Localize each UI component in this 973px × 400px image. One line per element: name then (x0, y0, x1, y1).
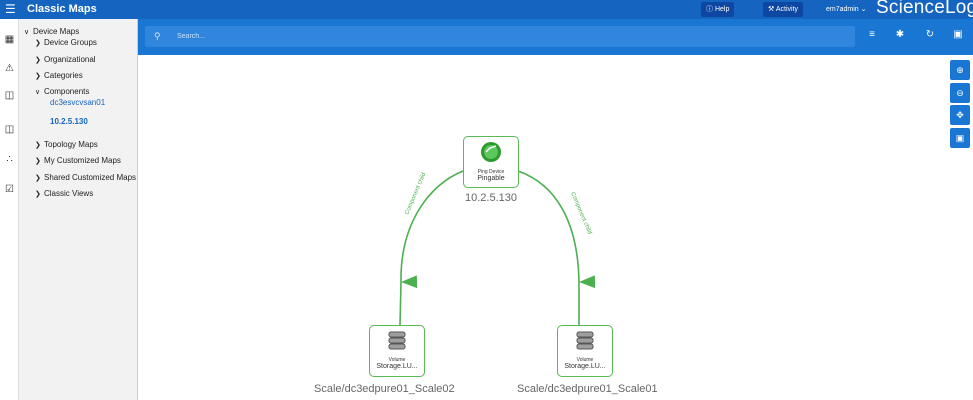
help-icon: ⓘ (706, 6, 713, 13)
node-name-root: 10.2.5.130 (465, 192, 517, 204)
search-bar: ⚲ ≡ ✱ ↻ ▣ (138, 19, 973, 55)
save-icon[interactable]: ▣ (953, 29, 963, 40)
zoom-in-icon[interactable]: ⊕ (950, 60, 970, 80)
tree-component-dc3esvcvsan01[interactable]: dc3esvcvsan01 (50, 98, 106, 107)
node-label: Storage.LU... (564, 363, 606, 370)
app-title: Classic Maps (27, 3, 97, 15)
edge-left-tail (399, 281, 402, 326)
chevron-right-icon: ❯ (35, 142, 41, 149)
search-box[interactable]: ⚲ (145, 26, 855, 47)
tree-component-selected[interactable]: 10.2.5.130 (50, 117, 88, 126)
node-type: Volume (388, 357, 406, 363)
activity-button[interactable]: ⚒ Activity (763, 2, 804, 17)
chevron-right-icon: ❯ (35, 158, 41, 165)
business-services-icon[interactable]: ◫ (4, 124, 15, 135)
chevron-down-icon: ∨ (24, 29, 30, 36)
chevron-right-icon: ❯ (35, 73, 41, 80)
tree-components[interactable]: ∨Components (35, 87, 90, 96)
tree-shared-customized-maps[interactable]: ❯Shared Customized Maps (35, 173, 137, 182)
edge-right (517, 170, 596, 289)
events-icon[interactable]: ⚠ (5, 63, 14, 74)
map-canvas[interactable]: ⊕ ⊖ ✥ ▣ Component child Component child … (138, 55, 973, 400)
devices-icon[interactable]: ◫ (4, 90, 15, 101)
tree-my-customized-maps[interactable]: ❯My Customized Maps (35, 156, 121, 165)
map-node-root[interactable]: Ping Device Pingable (463, 136, 519, 188)
node-label: Pingable (477, 175, 505, 182)
node-name-scale01: Scale/dc3edpure01_Scale01 (517, 383, 658, 395)
tree-topology-maps[interactable]: ❯Topology Maps (35, 140, 98, 149)
tree-device-groups[interactable]: ❯Device Groups (35, 38, 97, 47)
edge-right-label: Component child (569, 191, 592, 235)
tree-classic-views[interactable]: ❯Classic Views (35, 189, 94, 198)
node-type: Ping Device (477, 169, 505, 175)
icon-rail: ▦ ⚠ ◫ ◫ ∴ ☑ (0, 19, 19, 400)
zoom-out-icon[interactable]: ⊖ (950, 83, 970, 103)
edge-left-label: Component child (404, 172, 427, 216)
tickets-icon[interactable]: ☑ (5, 184, 14, 195)
settings-icon[interactable]: ✱ (895, 29, 905, 40)
map-tree: ∨Device Maps ❯Device Groups ❯Organizatio… (19, 19, 138, 400)
map-node-volume-scale02[interactable]: Volume Storage.LU... (369, 325, 425, 377)
chevron-down-icon: ⌄ (860, 6, 867, 13)
search-input[interactable] (177, 30, 777, 43)
fit-icon[interactable]: ▣ (950, 128, 970, 148)
node-name-scale02: Scale/dc3edpure01_Scale02 (314, 383, 455, 395)
dashboard-icon[interactable]: ▦ (4, 34, 15, 45)
volume-icon (388, 331, 406, 350)
refresh-icon[interactable]: ↻ (925, 29, 935, 40)
search-icon: ⚲ (154, 31, 161, 41)
move-icon[interactable]: ✥ (950, 105, 970, 125)
map-node-volume-scale01[interactable]: Volume Storage.LU... (557, 325, 613, 377)
help-button[interactable]: ⓘ Help (701, 2, 735, 17)
chevron-right-icon: ❯ (35, 40, 41, 47)
chevron-right-icon: ❯ (35, 57, 41, 64)
tree-organizational[interactable]: ❯Organizational (35, 55, 96, 64)
node-type: Volume (576, 357, 594, 363)
brand-logo: ScienceLogic (876, 0, 973, 18)
tree-categories[interactable]: ❯Categories (35, 71, 83, 80)
top-bar: ☰ Classic Maps ⓘ Help ⚒ Activity em7admi… (0, 0, 973, 19)
chevron-down-icon: ∨ (35, 89, 41, 96)
tree-device-maps[interactable]: ∨Device Maps (24, 27, 80, 36)
chevron-right-icon: ❯ (35, 175, 41, 182)
node-label: Storage.LU... (376, 363, 418, 370)
user-menu[interactable]: em7admin ⌄ (826, 6, 867, 13)
topology-icon[interactable]: ∴ (6, 154, 13, 165)
ping-device-icon (481, 142, 501, 162)
list-icon[interactable]: ≡ (869, 29, 875, 40)
map-edges: Component child Component child (399, 170, 596, 326)
chevron-right-icon: ❯ (35, 191, 41, 198)
volume-icon (576, 331, 594, 350)
menu-icon[interactable]: ☰ (5, 2, 16, 16)
wrench-icon: ⚒ (768, 6, 775, 13)
edge-left (400, 170, 464, 289)
